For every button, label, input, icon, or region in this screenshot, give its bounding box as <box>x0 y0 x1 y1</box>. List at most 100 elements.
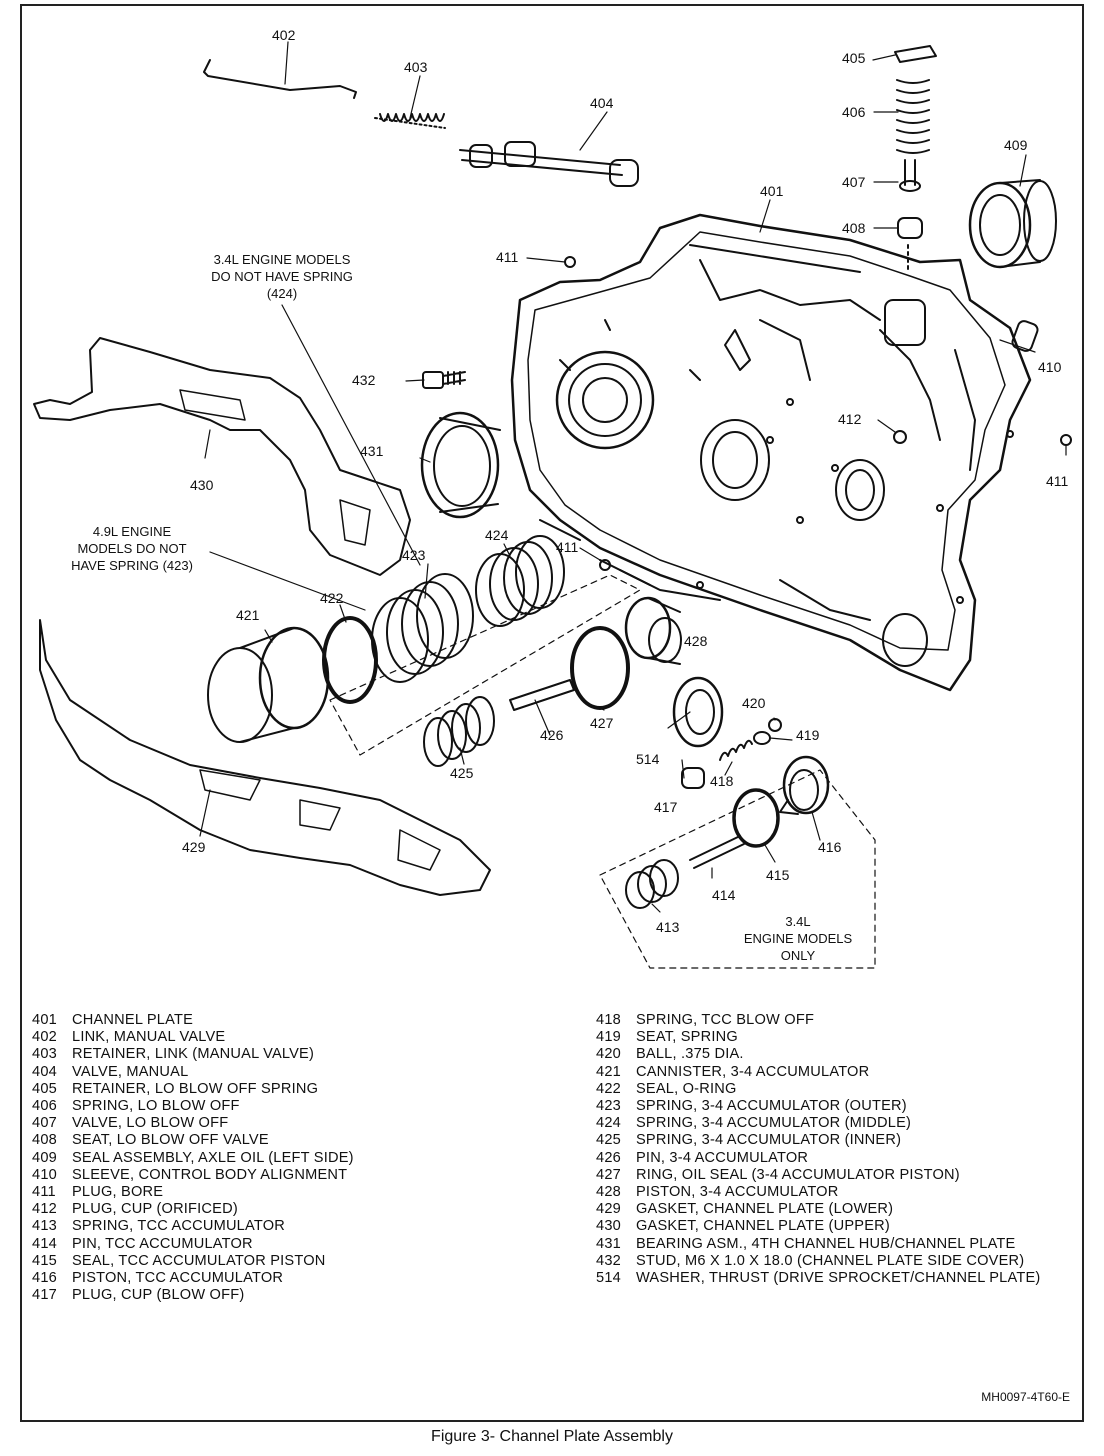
legend-part-number: 420 <box>596 1046 621 1063</box>
plug-411b <box>599 559 611 571</box>
legend-part-description: SPRING, LO BLOW OFF <box>72 1098 240 1115</box>
legend-part-description: PLUG, BORE <box>72 1184 164 1201</box>
legend-row: 432 STUD, M6 X 1.0 X 18.0 (CHANNEL PLATE … <box>596 1253 1040 1270</box>
legend-part-description: PLUG, CUP (ORIFICED) <box>72 1201 238 1218</box>
legend-part-number: 407 <box>32 1115 57 1132</box>
legend-part-number: 406 <box>32 1098 57 1115</box>
legend-part-description: RETAINER, LO BLOW OFF SPRING <box>72 1080 319 1097</box>
legend-part-description: CANNISTER, 3-4 ACCUMULATOR <box>636 1063 870 1080</box>
legend-part-number: 416 <box>32 1270 57 1287</box>
plug-412 <box>893 430 907 444</box>
bearing-431 <box>420 411 501 519</box>
channel-plate-401 <box>510 213 1032 692</box>
note-49-line2: MODELS DO NOT <box>77 541 186 556</box>
legend-part-description: PIN, TCC ACCUMULATOR <box>72 1235 253 1252</box>
legend-part-number: 424 <box>596 1115 621 1132</box>
legend-part-number: 430 <box>596 1218 621 1235</box>
callout-416: 416 <box>818 839 842 855</box>
legend-part-description: LINK, MANUAL VALVE <box>72 1029 226 1046</box>
legend-part-number: 417 <box>32 1287 57 1304</box>
legend-part-number: 412 <box>32 1201 57 1218</box>
retainer-403 <box>374 113 446 129</box>
seal-415 <box>732 788 780 848</box>
legend-part-description: SEAL, O-RING <box>636 1080 737 1097</box>
callout-429: 429 <box>182 839 206 855</box>
callout-421: 421 <box>236 607 260 623</box>
gasket-lower-429 <box>39 619 491 896</box>
legend-part-number: 432 <box>596 1252 621 1269</box>
legend-part-description: SPRING, TCC BLOW OFF <box>636 1012 815 1028</box>
piston-428 <box>624 596 682 665</box>
ring-427 <box>570 626 630 710</box>
callout-428: 428 <box>684 633 708 649</box>
legend-part-description: BALL, .375 DIA. <box>636 1046 744 1063</box>
legend-part-number: 411 <box>32 1184 56 1201</box>
callout-431: 431 <box>360 443 384 459</box>
figure-code: MH0097-4T60-E <box>981 1390 1070 1404</box>
legend-part-description: VALVE, LO BLOW OFF <box>72 1115 229 1132</box>
link-402 <box>203 59 357 99</box>
legend-part-number: 413 <box>32 1218 57 1235</box>
legend-row: 424 SPRING, 3-4 ACCUMULATOR (MIDDLE) <box>596 1115 1040 1132</box>
legend-part-description: PISTON, TCC ACCUMULATOR <box>72 1270 284 1287</box>
legend-part-number: 428 <box>596 1184 621 1201</box>
legend-part-number: 405 <box>32 1080 57 1097</box>
legend-part-number: 402 <box>32 1029 57 1046</box>
legend-row: 421 CANNISTER, 3-4 ACCUMULATOR <box>596 1064 1040 1081</box>
legend-part-description: SPRING, 3-4 ACCUMULATOR (MIDDLE) <box>636 1115 912 1132</box>
ball-420 <box>768 718 782 732</box>
legend-part-description: SLEEVE, CONTROL BODY ALIGNMENT <box>72 1166 348 1183</box>
legend-row: 420 BALL, .375 DIA. <box>596 1046 1040 1063</box>
callout-411c: 411 <box>1046 473 1069 489</box>
sleeve-410 <box>1011 320 1039 352</box>
legend-part-description: STUD, M6 X 1.0 X 18.0 (CHANNEL PLATE SID… <box>636 1252 1025 1269</box>
legend-part-number: 403 <box>32 1046 57 1063</box>
note-34-only-line1: 3.4L <box>785 914 810 929</box>
legend-part-description: SEAT, LO BLOW OFF VALVE <box>72 1132 269 1149</box>
legend-row: 414 PIN, TCC ACCUMULATOR <box>32 1236 354 1253</box>
legend-part-number: 421 <box>596 1063 621 1080</box>
legend-part-number: 426 <box>596 1149 621 1166</box>
legend-part-description: PISTON, 3-4 ACCUMULATOR <box>636 1184 839 1201</box>
legend-part-number: 431 <box>596 1235 621 1252</box>
oring-422 <box>322 616 378 704</box>
callout-426: 426 <box>540 727 564 743</box>
seat-419 <box>753 731 771 745</box>
spring-418 <box>719 739 753 761</box>
note-34-spring-line2: DO NOT HAVE SPRING <box>211 269 353 284</box>
legend-part-number: 418 <box>596 1012 621 1028</box>
legend-part-number: 422 <box>596 1080 621 1097</box>
note-34-only-line2: ENGINE MODELS <box>744 931 853 946</box>
pin-426 <box>509 679 575 711</box>
legend-part-number: 425 <box>596 1132 621 1149</box>
callout-420: 420 <box>742 695 766 711</box>
legend-row: 407 VALVE, LO BLOW OFF <box>32 1115 354 1132</box>
assembly-box-tcc <box>599 769 876 969</box>
callout-417: 417 <box>654 799 678 815</box>
legend-part-description: PIN, 3-4 ACCUMULATOR <box>636 1149 809 1166</box>
legend-part-number: 414 <box>32 1235 57 1252</box>
gasket-upper-430 <box>33 337 411 576</box>
plug-411a <box>564 256 576 268</box>
note-34-only-line3: ONLY <box>781 948 816 963</box>
callout-419: 419 <box>796 727 820 743</box>
legend-part-number: 419 <box>596 1029 621 1046</box>
callout-406: 406 <box>842 104 866 120</box>
washer-514 <box>672 676 724 748</box>
spring-413 <box>625 859 679 909</box>
spring-425 <box>423 696 495 767</box>
callout-423: 423 <box>402 547 426 563</box>
legend-part-number: 514 <box>596 1270 621 1287</box>
callout-425: 425 <box>450 765 474 781</box>
legend-row: 411 PLUG, BORE <box>32 1184 354 1201</box>
